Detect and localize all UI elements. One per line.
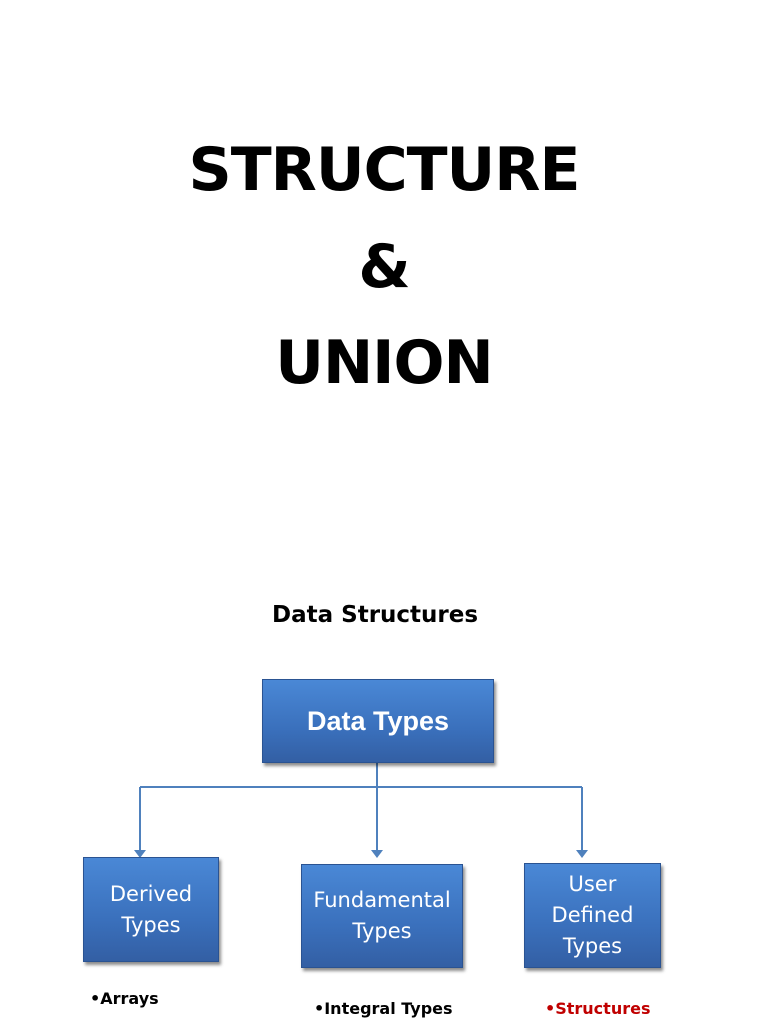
box-label-line: Derived — [109, 881, 193, 906]
data-types-label: Data Types — [306, 705, 450, 736]
bullet-arrays: •Arrays — [90, 989, 159, 1008]
title-line-1: STRUCTURE — [188, 135, 581, 205]
bullet-integral-types: •Integral Types — [314, 999, 453, 1018]
bullet-structures: •Structures — [545, 999, 651, 1018]
box-label-line: Defined — [551, 903, 634, 927]
box-label-line: Types — [121, 912, 181, 937]
box-label-line: Fundamental — [313, 888, 451, 912]
diagram-heading: Data Structures — [272, 602, 479, 628]
box-label-line: Types — [562, 934, 623, 958]
box-label-line: Types — [352, 919, 412, 943]
box-label-line: User — [568, 872, 617, 896]
title-line-3: UNION — [275, 328, 493, 398]
data-types-box: Data Types — [262, 679, 494, 763]
title-line-2: & — [358, 232, 410, 302]
